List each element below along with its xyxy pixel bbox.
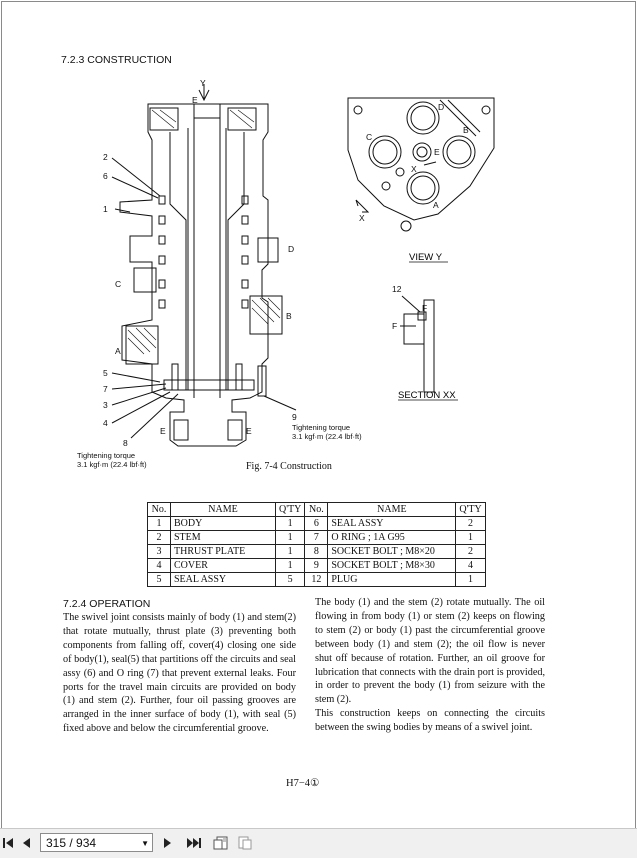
callout-2: 2 <box>103 152 108 162</box>
header-name-right: NAME <box>327 502 457 517</box>
section-callout-12: 12 <box>392 284 402 294</box>
callout-8: 8 <box>123 438 128 448</box>
operation-paragraph: The body (1) and the stem (2) rotate mut… <box>315 597 545 706</box>
operation-text-left: The swivel joint consists mainly of body… <box>63 612 296 735</box>
callout-5: 5 <box>103 368 108 378</box>
callout-e-left: E <box>160 426 166 436</box>
callout-6: 6 <box>103 171 108 181</box>
callout-d: D <box>288 244 294 254</box>
view-callout-d: D <box>438 102 444 112</box>
page-indicator-select[interactable]: 315 / 934 ▼ <box>40 833 153 852</box>
table-header-row: No. NAME Q'TY No. NAME Q'TY <box>147 502 486 517</box>
callout-y: Y <box>200 78 206 88</box>
page-indicator: 315 / 934 <box>46 836 97 850</box>
parts-table: No. NAME Q'TY No. NAME Q'TY 1 BODY 1 6 S… <box>147 502 486 587</box>
header-no-right: No. <box>304 502 329 517</box>
table-row: 4 COVER 1 9 SOCKET BOLT ; M8×30 4 <box>147 558 486 573</box>
view-y-label: VIEW Y <box>409 252 443 263</box>
construction-drawing: Y E D C B A E E 2 6 1 5 7 3 4 8 9 D B C … <box>103 78 495 448</box>
header-qty-left: Q'TY <box>274 502 306 517</box>
torque-note-left: Tightening torque 3.1 kgf·m (22.4 lbf·ft… <box>77 451 147 469</box>
next-page-icon[interactable] <box>162 834 174 852</box>
table-row: 2 STEM 1 7 O RING ; 1A G95 1 <box>147 530 486 545</box>
operation-text-right: The body (1) and the stem (2) rotate mut… <box>315 596 545 735</box>
callout-b: B <box>286 311 292 321</box>
last-page-icon[interactable] <box>186 834 202 852</box>
view-callout-e: E <box>434 147 440 157</box>
callout-4: 4 <box>103 418 108 428</box>
first-page-icon[interactable] <box>2 834 14 852</box>
header-no-left: No. <box>147 502 171 517</box>
view-callout-a: A <box>433 200 439 210</box>
header-qty-right: Q'TY <box>455 502 486 517</box>
callout-a: A <box>115 346 121 356</box>
table-row: 3 THRUST PLATE 1 8 SOCKET BOLT ; M8×20 2 <box>147 544 486 559</box>
page-number: H7−4① <box>286 778 320 789</box>
construction-heading: 7.2.3 CONSTRUCTION <box>61 54 172 66</box>
view-callout-x-upper: X <box>411 164 417 174</box>
section-callout-f-left: F <box>392 321 397 331</box>
fit-width-icon[interactable] <box>236 834 254 852</box>
table-row: 5 SEAL ASSY 5 12 PLUG 1 <box>147 572 486 587</box>
table-row: 1 BODY 1 6 SEAL ASSY 2 <box>147 516 486 531</box>
callout-7: 7 <box>103 384 108 394</box>
callout-9: 9 <box>292 412 297 422</box>
callout-e-top: E <box>192 95 198 105</box>
view-callout-b: B <box>463 125 469 135</box>
operation-heading: 7.2.4 OPERATION <box>63 598 151 610</box>
callout-3: 3 <box>103 400 108 410</box>
callout-c: C <box>115 279 121 289</box>
chevron-down-icon: ▼ <box>141 839 149 848</box>
callout-1: 1 <box>103 204 108 214</box>
header-name-left: NAME <box>170 502 276 517</box>
fit-page-icon[interactable] <box>212 834 230 852</box>
document-page <box>1 1 636 829</box>
view-callout-x-lower: X <box>359 213 365 223</box>
operation-paragraph: This construction keeps on connecting th… <box>315 708 545 734</box>
viewer-toolbar: 315 / 934 ▼ <box>0 828 637 858</box>
torque-note-right: Tightening torque 3.1 kgf·m (22.4 lbf·ft… <box>292 423 362 441</box>
view-callout-c: C <box>366 132 372 142</box>
figure-caption: Fig. 7-4 Construction <box>246 461 332 472</box>
previous-page-icon[interactable] <box>20 834 32 852</box>
callout-e-right: E <box>246 426 252 436</box>
section-xx-label: SECTION XX <box>398 390 456 401</box>
section-callout-f-top: F <box>422 303 427 313</box>
